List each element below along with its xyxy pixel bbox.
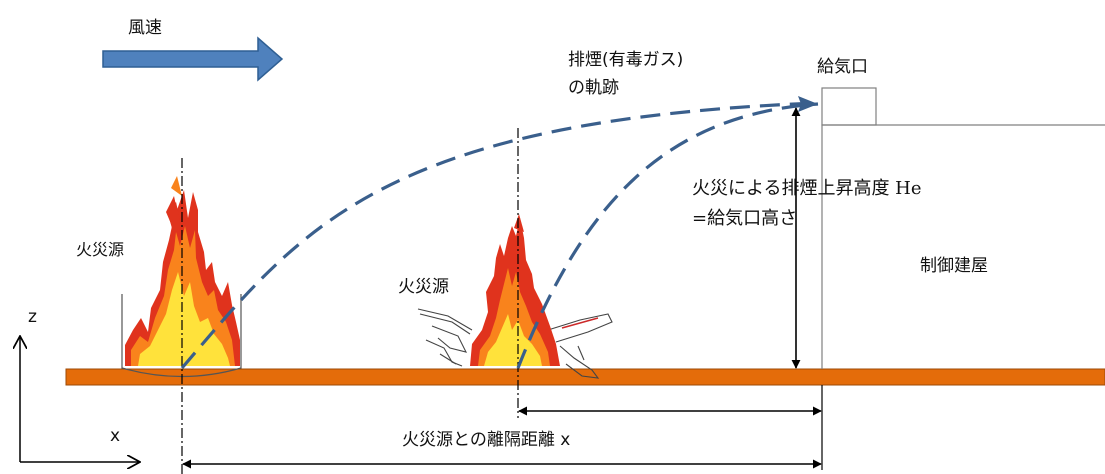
control-building-label: 制御建屋 — [920, 256, 988, 276]
smoke-arrowhead — [798, 96, 818, 112]
control-building — [821, 87, 1105, 369]
flame-center — [470, 214, 560, 366]
wind-speed-label: 風速 — [128, 18, 162, 38]
coordinate-axes — [20, 336, 140, 462]
plume-rise-label-line2: =給気口高さ — [692, 208, 798, 229]
air-intake-box — [821, 87, 877, 126]
separation-distance-label: 火災源との離隔距離 x — [402, 430, 571, 450]
ground — [65, 368, 1105, 386]
smoke-trajectory-label-line2: の軌跡 — [568, 78, 619, 98]
axis-z-label: z — [28, 307, 37, 327]
fire-source-center-label: 火災源 — [398, 277, 449, 297]
axis-x-label: x — [110, 426, 121, 446]
smoke-trajectory-label-line1: 排煙(有毒ガス) — [568, 50, 684, 70]
wind-arrow — [102, 36, 284, 82]
flame-left — [125, 176, 240, 366]
air-intake-label: 給気口 — [817, 57, 868, 77]
fire-source-left-label: 火災源 — [76, 240, 125, 259]
smoke-trajectory — [180, 101, 819, 370]
plume-rise-label-line1: 火災による排煙上昇高度 He — [692, 178, 922, 199]
aircraft-wreck — [417, 308, 613, 379]
